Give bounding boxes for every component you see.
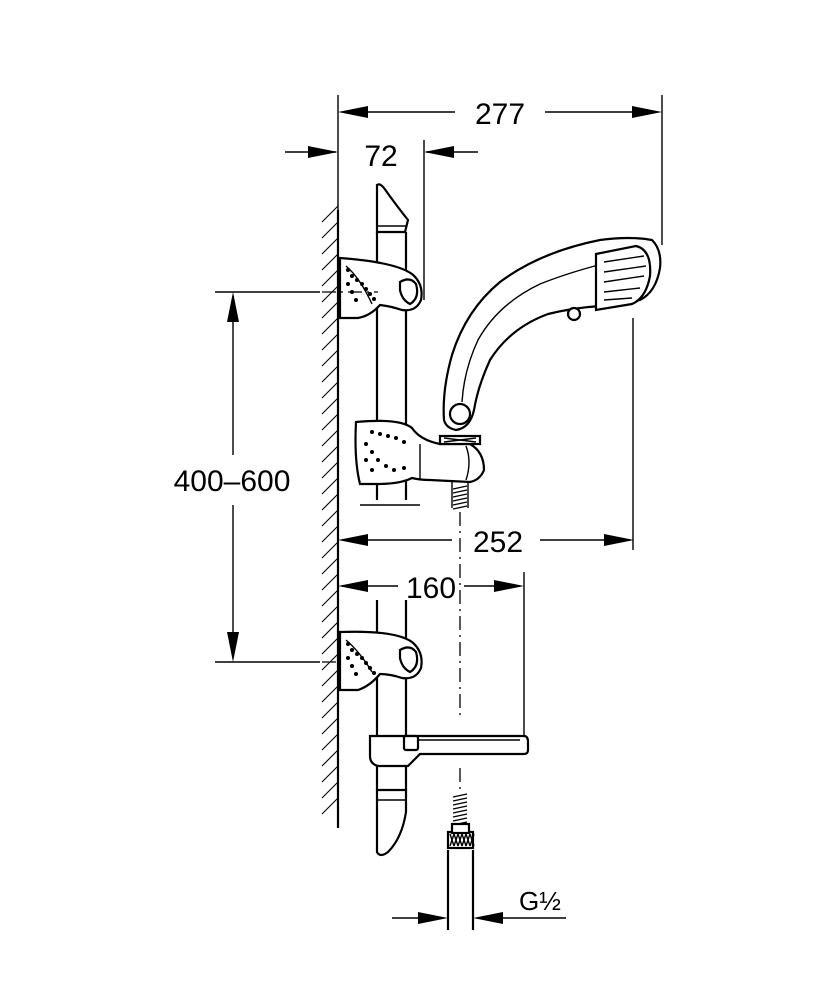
hinge-ring [448,402,472,426]
wall-hatching [321,205,339,815]
dimension-277: 277 [337,95,663,245]
arrow-head [308,146,338,158]
lower-wall-bracket [338,630,423,692]
dimension-252: 252 [338,318,634,559]
hand-shower [442,236,662,432]
rail-bottom-cap [375,788,408,857]
arrow-head [338,580,368,592]
dimension-160: 160 [338,572,525,738]
dim-label-160: 160 [406,572,456,605]
arrow-head [338,534,368,546]
soap-shelf [368,734,530,768]
bracket-dots [346,642,376,676]
hose-upper-spring [451,482,469,510]
arrow-head [604,534,634,546]
dimension-400-600: 400–600 [174,291,378,663]
upper-wall-bracket [338,256,423,320]
arrow-head [227,292,239,322]
dim-label-thread: G½ [519,886,561,916]
arrow-head [494,580,524,592]
rail-top-cap [375,183,410,234]
arrow-head [338,106,368,118]
wall [321,205,340,828]
arrow-head [418,912,448,924]
dimension-thread: G½ [392,886,566,924]
arrow-head [632,106,662,118]
hose-connector [446,793,475,930]
bracket-dots [346,268,376,302]
arrow-head [424,146,454,158]
handshower-holder [354,419,486,486]
dim-label-72: 72 [364,140,397,173]
dim-label-277: 277 [475,98,525,131]
holder-dots [364,430,406,472]
dim-label-400-600: 400–600 [174,465,291,498]
dim-label-252: 252 [473,526,523,559]
dimension-72: 72 [285,140,478,300]
arrow-head [227,632,239,662]
arrow-head [473,912,503,924]
